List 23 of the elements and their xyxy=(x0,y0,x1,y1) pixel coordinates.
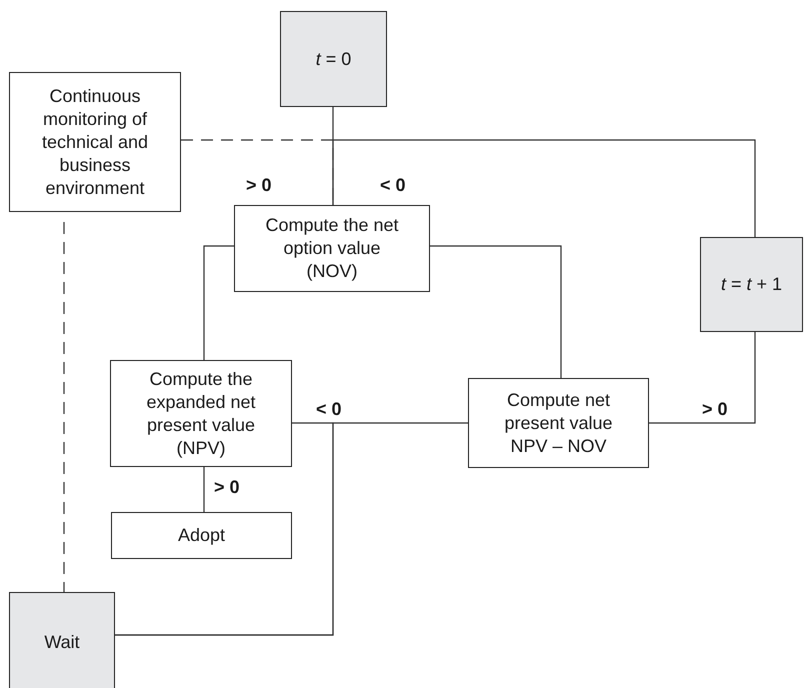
connector-line xyxy=(203,245,234,360)
connector-line xyxy=(203,467,205,512)
connector-line xyxy=(332,139,756,237)
process-box xyxy=(110,360,292,467)
node-text: t = t + 1 xyxy=(720,273,782,296)
process-box xyxy=(111,512,292,559)
node-text: Compute the expanded net present value (NPV) xyxy=(145,368,257,460)
node-text: t = 0 xyxy=(316,48,352,70)
dashed-connector xyxy=(63,222,65,592)
node-text: Adopt xyxy=(178,524,226,547)
process-box xyxy=(9,72,181,212)
state-box xyxy=(280,11,387,107)
node-text: Compute the net option value (NOV) xyxy=(264,214,400,283)
process-box xyxy=(468,378,649,468)
connector-line xyxy=(430,245,562,378)
node-text: Continuous monitoring of technical and business environment xyxy=(40,84,150,200)
connector-line xyxy=(115,422,468,636)
state-box xyxy=(9,592,115,688)
state-box xyxy=(700,237,803,332)
process-box xyxy=(234,205,430,292)
node-text: Wait xyxy=(44,630,80,654)
node-text: Compute net present value NPV – NOV xyxy=(503,388,614,458)
connector-line xyxy=(649,332,756,424)
